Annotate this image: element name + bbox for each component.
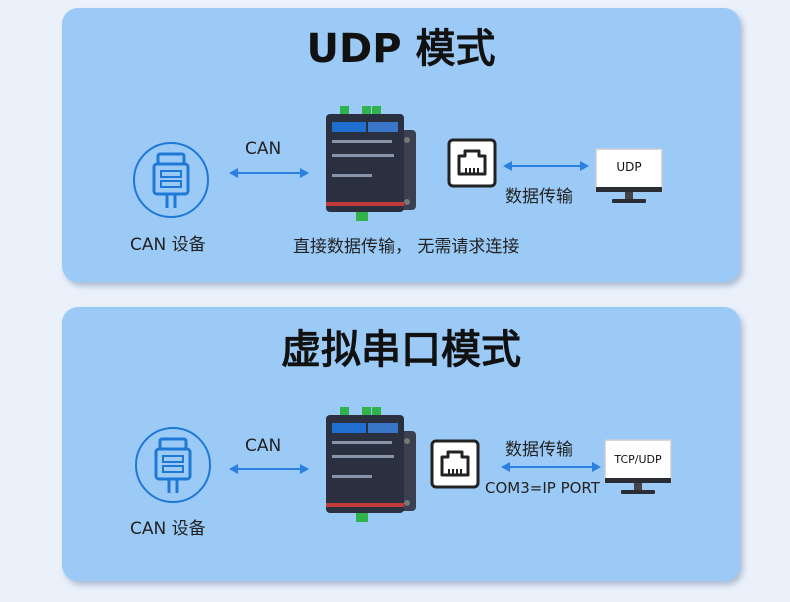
monitor-label: UDP [616,160,642,174]
virtual-serial-mode-panel: 虚拟串口模式 CAN 设备 CAN [62,307,740,581]
port-mapping-label: COM3=IP PORT [485,479,600,497]
monitor-label: TCP/UDP [614,453,662,466]
double-arrow-icon [229,166,309,180]
double-arrow-icon [501,460,601,474]
can-device-label: CAN 设备 [130,235,206,255]
monitor-icon: TCP/UDP [604,439,672,499]
double-arrow-icon [503,159,589,173]
panel-title: 虚拟串口模式 [281,327,521,373]
double-arrow-icon [229,462,309,476]
serial-plug-icon [133,425,213,505]
ethernet-port-icon [447,138,497,188]
panel-title: UDP 模式 [306,26,496,72]
can-ethernet-converter-image [318,106,418,221]
can-ethernet-converter-image [318,407,418,522]
ethernet-port-icon [430,439,480,489]
serial-plug-icon [131,140,211,220]
description-text: 直接数据传输， 无需请求连接 [293,237,520,257]
data-transfer-label: 数据传输 [505,187,573,207]
can-device-label: CAN 设备 [130,519,206,539]
udp-mode-panel: UDP 模式 CAN 设备 CAN [62,8,740,282]
can-label: CAN [245,139,282,159]
can-label: CAN [245,436,282,456]
data-transfer-label: 数据传输 [505,440,573,460]
monitor-icon: UDP [595,148,663,208]
